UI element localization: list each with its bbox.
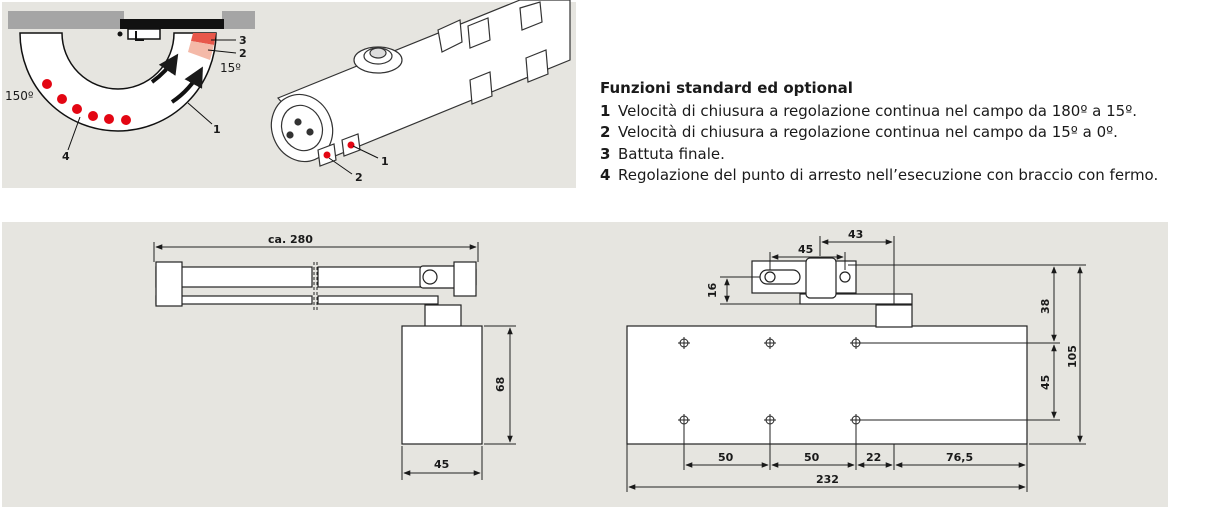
dim-label-38: 38 [1039,299,1052,314]
legend-text: Velocità di chiusura a regolazione conti… [618,101,1138,120]
closing-arrow-outer [170,66,203,104]
dim-label-50-b: 50 [804,451,820,464]
mounting-lug [525,49,549,83]
closer-body-side [401,325,483,445]
dim-label-50-a: 50 [718,451,734,464]
stop-dot [121,115,131,125]
mounting-lug [437,19,463,53]
leader-valve-1 [352,145,379,159]
legend-item-2: 2 Velocità di chiusura a regolazione cont… [600,122,1208,144]
dim-label-68: 68 [494,377,507,392]
arm-head [453,261,477,297]
perspective-illustration [270,0,571,175]
arm-front [799,293,913,305]
door-frame-left [8,11,124,29]
door-frame-right [222,11,255,29]
closer-body-front [626,325,1028,445]
arm-slider [805,257,837,299]
shaft-pinion [369,47,387,59]
hole [678,337,690,349]
legend-num: 2 [600,123,611,142]
legend-text: Velocità di chiusura a regolazione conti… [618,123,1118,142]
legend-text: Battuta finale. [618,144,725,163]
zone-final-latch [191,33,216,45]
dim-label-22: 22 [866,451,881,464]
callout-3: 3 [239,34,247,47]
front-view-drawing [626,257,1028,445]
legend-num: 1 [600,101,611,120]
mounting-lug [467,17,491,49]
shaft-block [424,304,462,328]
end-cap-inner [280,104,324,152]
hold-open-positions [42,79,131,125]
leader-4 [67,116,81,151]
dim-label-45-top: 45 [798,243,813,256]
angle-150-label: 150º [5,89,34,103]
legend-item-4: 4 Regolazione del punto di arresto nell’e… [600,165,1208,187]
end-cap-hole [294,118,302,126]
dim-label-45-right: 45 [1039,375,1052,390]
closing-arrow-inner [150,53,179,84]
legend-item-3: 3 Battuta finale. [600,144,1208,166]
screw-hole [839,271,851,283]
arm-end-block [155,261,183,307]
end-cap-hole [286,131,294,139]
arm-link [135,31,144,41]
legend-num: 3 [600,144,611,163]
angle-15-label: 15º [220,61,241,75]
mounting-lug [469,71,493,105]
valve-screw-1 [347,141,355,149]
side-dimensions [153,242,516,480]
dim-label-105: 105 [1066,345,1079,368]
arm-segment-right [317,266,429,288]
closer-arm-base [127,28,161,40]
front-dimensions [626,236,1086,492]
hole [764,337,776,349]
valve-callout-1: 1 [381,155,389,168]
closing-range-band [19,32,217,132]
dim-label-280: ca. 280 [268,233,313,246]
dim-label-16: 16 [706,282,719,298]
valve-callout-2: 2 [355,171,363,184]
dim-label-232: 232 [816,473,839,486]
stop-dot [72,104,82,114]
leader-valve-2 [328,157,353,175]
end-cap-hole [306,128,314,136]
legend-num: 4 [600,166,611,185]
legend-text: Regolazione del punto di arresto nell’es… [618,166,1159,185]
leader-1 [187,102,213,125]
closer-body [120,19,224,29]
stop-dot [104,114,114,124]
side-view-drawing [155,261,483,445]
zone-latch-speed [188,41,214,60]
pivot-dot [117,31,123,37]
screw-hole [764,271,776,283]
mounting-lug [519,1,543,31]
arc-diagram: 3 2 1 4 15º 150º [5,11,255,163]
stop-dot [57,94,67,104]
shaft-block-front [875,304,913,328]
callout-1: 1 [213,123,221,136]
valve-screw-2 [323,151,331,159]
hole [850,337,862,349]
dim-label-43: 43 [848,228,863,241]
callout-4: 4 [62,150,70,163]
mounting-holes [678,337,862,426]
stop-dot [42,79,52,89]
leader-2 [207,49,237,54]
legend-title: Funzioni standard ed optional [600,79,853,97]
slide-rail-right [317,295,439,305]
arm-joint-pin [422,269,438,285]
dim-label-76-5: 76,5 [946,451,973,464]
stop-dot [88,111,98,121]
legend-item-1: 1 Velocità di chiusura a regolazione cont… [600,101,1208,123]
hole [678,414,690,426]
hole [764,414,776,426]
dim-label-45-body: 45 [434,458,449,471]
callout-2: 2 [239,47,247,60]
